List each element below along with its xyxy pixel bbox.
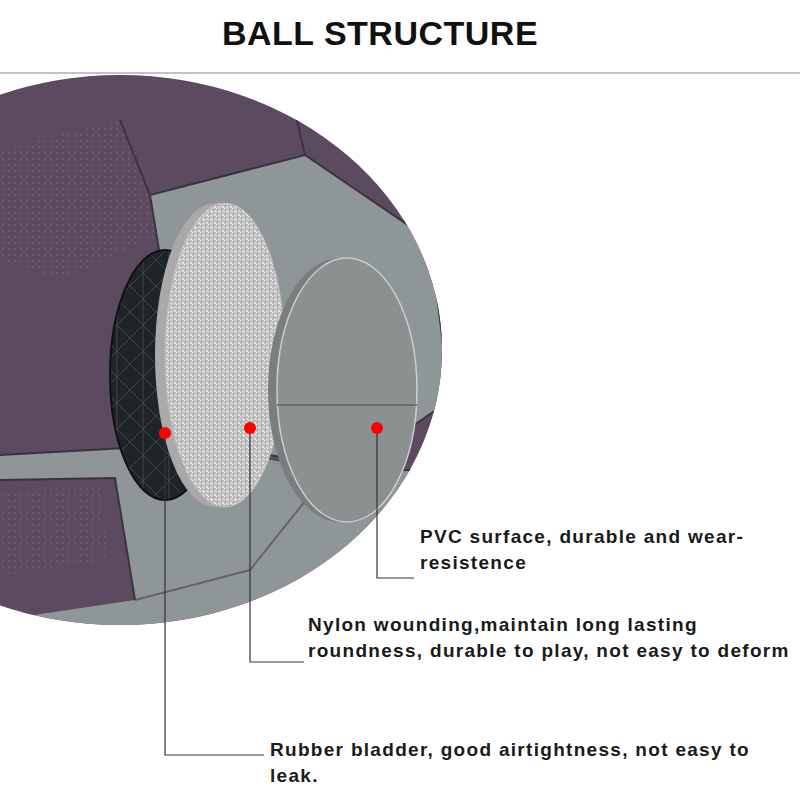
callout-dots xyxy=(159,422,383,439)
diagram-title: BALL STRUCTURE xyxy=(222,14,538,53)
callout-text: Nylon wounding,maintain long lasting rou… xyxy=(308,612,792,664)
title-rule xyxy=(0,73,800,74)
nylon-winding xyxy=(165,203,285,507)
callout-text: PVC surface, durable and wear-resistence xyxy=(420,524,796,576)
pvc-surface xyxy=(277,258,417,522)
callout-text: Rubber bladder, good airtightness, not e… xyxy=(270,737,794,789)
leader-lines xyxy=(165,428,414,755)
ball-body xyxy=(0,70,450,640)
